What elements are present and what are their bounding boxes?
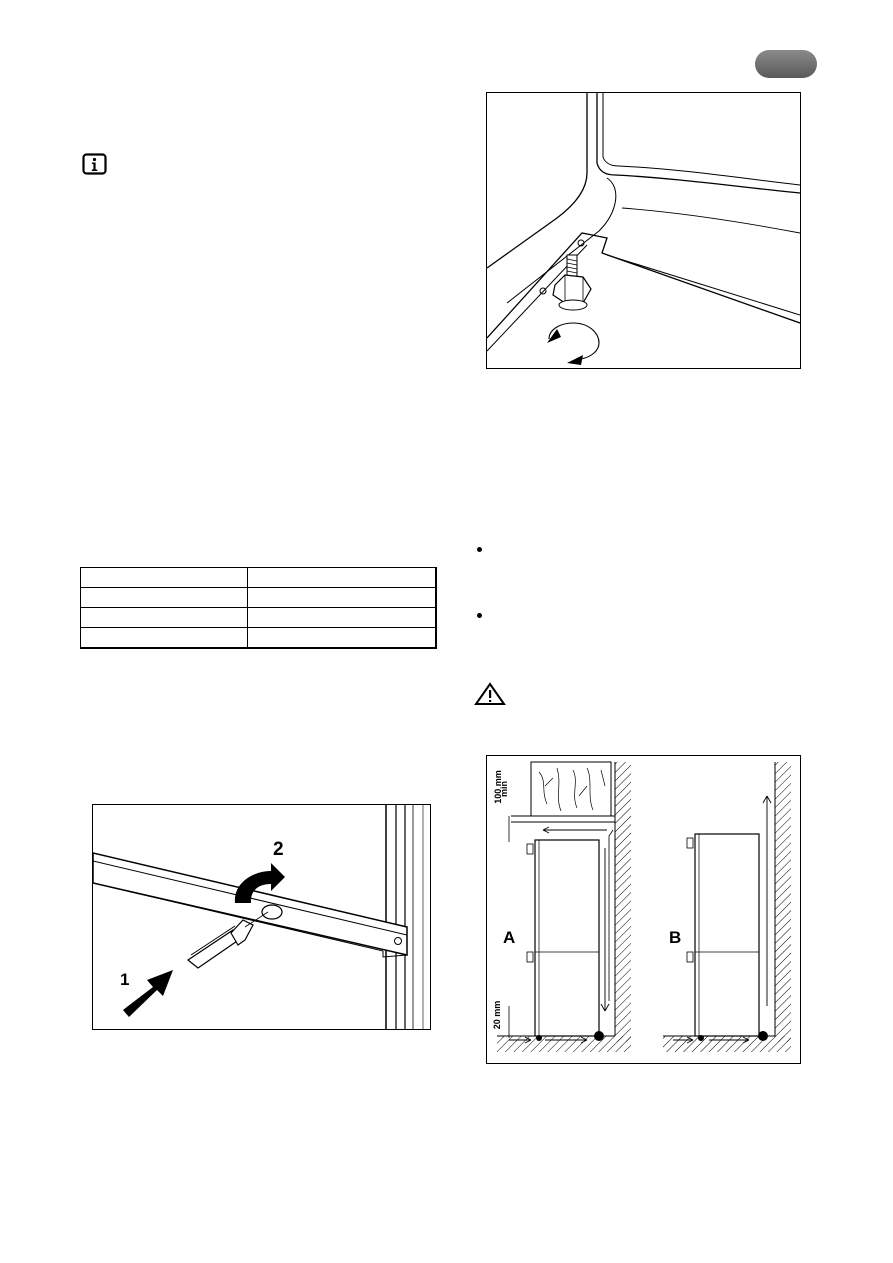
table-cell (247, 626, 437, 649)
bullet-icon (477, 613, 482, 618)
warning-icon (474, 682, 506, 706)
table-row (80, 626, 437, 649)
language-tab (755, 50, 817, 78)
table-cell (247, 606, 437, 628)
layout-b-label: B (669, 928, 682, 947)
layout-a-label: A (503, 928, 516, 947)
figure-adjustable-foot (486, 92, 801, 369)
step-1-label: 1 (120, 970, 130, 989)
table-cell (80, 606, 248, 628)
bottom-clearance-label: 20 mm (492, 1000, 502, 1030)
step-2-label: 2 (273, 839, 284, 860)
top-clearance-suffix: min (499, 781, 509, 798)
figure-ventilation: A B 100 mm min 20 mm (486, 755, 801, 1064)
table-row (80, 606, 437, 628)
table-row (80, 567, 437, 588)
bullet-icon (477, 547, 482, 552)
spec-table (80, 567, 437, 649)
figure-plinth-lock: 1 2 (92, 804, 431, 1030)
table-cell (247, 586, 437, 608)
table-cell (80, 586, 248, 608)
table-cell (80, 567, 248, 588)
table-cell (80, 626, 248, 649)
table-cell (247, 567, 437, 588)
table-row (80, 586, 437, 608)
info-icon (82, 153, 107, 175)
